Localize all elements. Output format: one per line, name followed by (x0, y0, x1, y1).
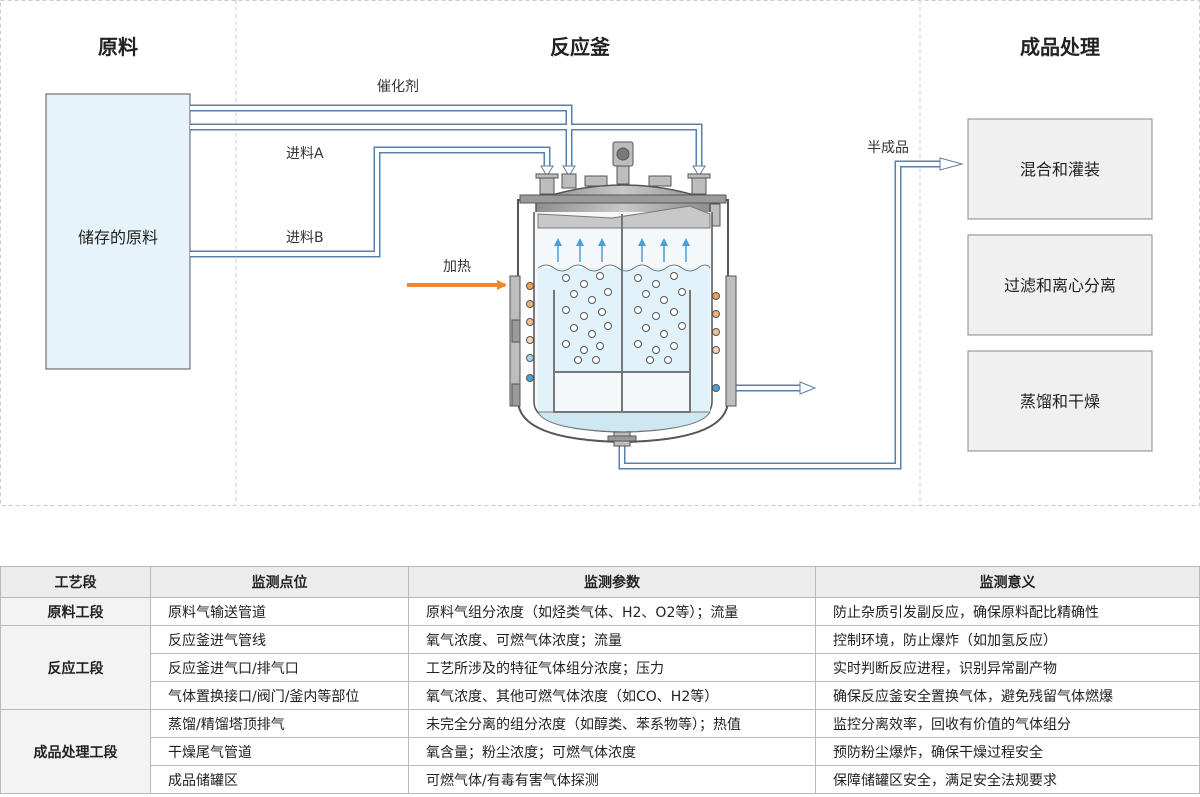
table-cell: 反应釜进气口/排气口 (150, 653, 409, 682)
table-cell: 气体置换接口/阀门/釜内等部位 (150, 681, 409, 710)
outlet-arrowhead (799, 381, 817, 395)
table-cell: 监控分离效率，回收有价值的气体组分 (815, 709, 1200, 738)
semi-product-arrowhead (939, 157, 964, 171)
process-diagram: 原料 反应釜 成品处理 储存的原料 催化剂 进料A 进料B 加热 半成品 (0, 0, 1200, 506)
table-cell: 确保反应釜安全置换气体，避免残留气体燃爆 (815, 681, 1200, 710)
table-cell: 原料气输送管道 (150, 597, 409, 626)
feed-b-label: 进料B (286, 230, 324, 246)
storage-tank (45, 93, 191, 370)
table-cell: 氧气浓度、可燃气体浓度；流量 (408, 625, 816, 654)
heating-label: 加热 (443, 259, 471, 275)
table-cell: 可燃气体/有毒有害气体探测 (408, 765, 816, 794)
process-box-3 (967, 350, 1153, 452)
table-row: 成品处理工段 蒸馏/精馏塔顶排气 未完全分离的组分浓度（如醇类、苯系物等）；热值… (0, 709, 1200, 794)
table-cell: 工艺所涉及的特征气体组分浓度；压力 (408, 653, 816, 682)
zone-title-raw: 原料 (98, 35, 138, 59)
table-cell: 防止杂质引发副反应，确保原料配比精确性 (815, 597, 1200, 626)
pipes (190, 104, 964, 470)
table-cell: 反应釜进气管线 (150, 625, 409, 654)
table-cell: 蒸馏/精馏塔顶排气 (150, 709, 409, 738)
process-boxes: 混合和灌装 过滤和离心分离 蒸馏和干燥 (967, 118, 1153, 452)
catalyst-label: 催化剂 (377, 79, 419, 95)
table-row: 成品储罐区 可燃气体/有毒有害气体探测 保障储罐区安全，满足安全法规要求 (1, 765, 1200, 794)
monitoring-table: 工艺段 监测点位 监测参数 监测意义 原料工段 原料气输送管道 原料气组分浓度（… (0, 566, 1200, 794)
table-row: 反应釜进气口/排气口 工艺所涉及的特征气体组分浓度；压力 实时判断反应进程，识别… (1, 653, 1200, 682)
col-header-meaning: 监测意义 (815, 566, 1200, 598)
table-row: 反应工段 反应釜进气管线 氧气浓度、可燃气体浓度；流量 控制环境，防止爆炸（如加… (0, 625, 1200, 710)
table-cell: 原料气组分浓度（如烃类气体、H2、O2等）；流量 (408, 597, 816, 626)
process-box-1 (967, 118, 1153, 220)
table-row: 干燥尾气管道 氧含量；粉尘浓度；可燃气体浓度 预防粉尘爆炸，确保干燥过程安全 (1, 737, 1200, 766)
table-cell: 预防粉尘爆炸，确保干燥过程安全 (815, 737, 1200, 766)
reactor-vessel (509, 141, 737, 447)
zone-title-finish: 成品处理 (1020, 35, 1100, 59)
table-cell: 氧含量；粉尘浓度；可燃气体浓度 (408, 737, 816, 766)
zone-title-reactor: 反应釜 (550, 35, 611, 59)
table-cell: 保障储罐区安全，满足安全法规要求 (815, 765, 1200, 794)
table-header-row: 工艺段 监测点位 监测参数 监测意义 (0, 566, 1200, 598)
table-cell: 实时判断反应进程，识别异常副产物 (815, 653, 1200, 682)
process-box-2 (967, 234, 1153, 336)
table-cell: 控制环境，防止爆炸（如加氢反应） (815, 625, 1200, 654)
semi-product-label: 半成品 (867, 140, 909, 156)
col-header-stage: 工艺段 (0, 566, 151, 598)
table-cell: 未完全分离的组分浓度（如醇类、苯系物等）；热值 (408, 709, 816, 738)
col-header-param: 监测参数 (408, 566, 816, 598)
table-row: 原料工段 原料气输送管道 原料气组分浓度（如烃类气体、H2、O2等）；流量 防止… (0, 597, 1200, 626)
table-cell: 氧气浓度、其他可燃气体浓度（如CO、H2等） (408, 681, 816, 710)
process-box-3-label: 蒸馏和干燥 (1020, 392, 1100, 411)
stage-cell: 反应工段 (0, 625, 151, 710)
col-header-point: 监测点位 (150, 566, 409, 598)
stage-cell: 原料工段 (0, 597, 151, 626)
table-row: 气体置换接口/阀门/釜内等部位 氧气浓度、其他可燃气体浓度（如CO、H2等） 确… (1, 681, 1200, 710)
process-box-1-label: 混合和灌装 (1020, 160, 1100, 179)
stage-cell: 成品处理工段 (0, 709, 151, 794)
storage-label: 储存的原料 (78, 228, 158, 247)
table-cell: 干燥尾气管道 (150, 737, 409, 766)
process-box-2-label: 过滤和离心分离 (1004, 276, 1116, 295)
feed-a-label: 进料A (286, 146, 324, 162)
table-cell: 成品储罐区 (150, 765, 409, 794)
